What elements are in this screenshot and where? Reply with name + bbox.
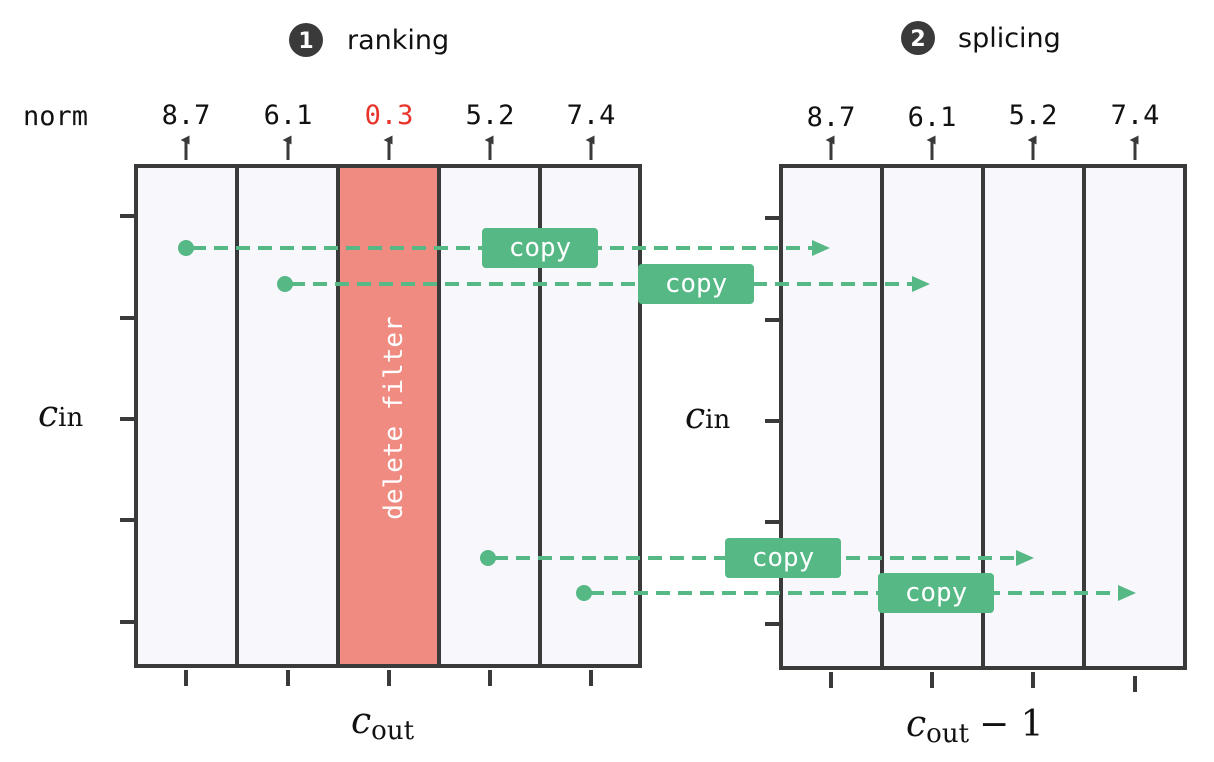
right-norm-value: 6.1	[908, 102, 957, 133]
copy-arrow-3: copy	[480, 538, 1034, 578]
right-x-suffix: − 1	[979, 704, 1044, 745]
left-norm-value-deleted: 0.3	[365, 100, 414, 131]
delete-filter-label: delete filter	[379, 316, 409, 520]
copy-badge-label: copy	[752, 543, 815, 573]
copy-badge	[638, 264, 754, 304]
norm-label: norm	[23, 101, 88, 132]
copy-arrowhead	[1118, 585, 1136, 601]
copy-arrow-1: copy	[178, 228, 830, 268]
right-norm-value: 8.7	[807, 102, 856, 133]
left-norm-value: 7.4	[567, 100, 616, 131]
left-matrix-frame	[134, 164, 642, 668]
copy-arrowhead	[912, 276, 930, 292]
left-x-var: c	[351, 701, 371, 742]
copy-source-dot	[480, 550, 496, 566]
step-2-title: splicing	[958, 23, 1061, 54]
copy-badge-label: copy	[905, 578, 968, 608]
copy-badge	[482, 228, 598, 268]
step-2-number: 2	[910, 27, 925, 52]
left-y-axis-label: cin	[38, 394, 83, 435]
left-x-axis-label: cout	[351, 701, 415, 746]
copy-source-dot	[277, 276, 293, 292]
right-x-axis-label: cout − 1	[906, 704, 1044, 749]
right-y-axis-label: cin	[685, 396, 730, 437]
right-y-var: c	[685, 396, 705, 437]
step-1-header: 1 ranking	[289, 23, 449, 57]
copy-arrowhead	[812, 240, 830, 256]
left-y-sub: in	[58, 403, 83, 433]
step-1-badge	[289, 23, 323, 57]
step-1-title: ranking	[347, 25, 449, 56]
copy-badge	[725, 538, 841, 578]
copy-source-dot	[576, 585, 592, 601]
right-x-sub: out	[926, 719, 969, 749]
step-2-badge	[901, 21, 935, 55]
left-norm-value: 8.7	[162, 100, 211, 131]
right-y-sub: in	[705, 405, 730, 435]
copy-badge	[878, 573, 994, 613]
right-norm-value: 5.2	[1009, 100, 1058, 131]
right-norm-value: 7.4	[1111, 100, 1160, 131]
copy-arrow-2: copy	[277, 264, 930, 304]
copy-badge-label: copy	[509, 233, 572, 263]
copy-arrow-4: copy	[576, 573, 1136, 613]
copy-arrowhead	[1016, 550, 1034, 566]
copy-badge-label: copy	[665, 269, 728, 299]
copy-source-dot	[178, 240, 194, 256]
step-1-number: 1	[298, 29, 313, 54]
right-x-var: c	[906, 704, 926, 745]
left-x-sub: out	[371, 716, 414, 746]
left-norm-value: 5.2	[466, 100, 515, 131]
right-matrix-frame	[779, 164, 1187, 670]
step-2-header: 2 splicing	[901, 21, 1061, 55]
left-filter-matrix: 8.7 6.1 0.3 5.2 7.4 delete filter	[120, 100, 642, 686]
left-y-var: c	[38, 394, 58, 435]
left-norm-value: 6.1	[264, 100, 313, 131]
